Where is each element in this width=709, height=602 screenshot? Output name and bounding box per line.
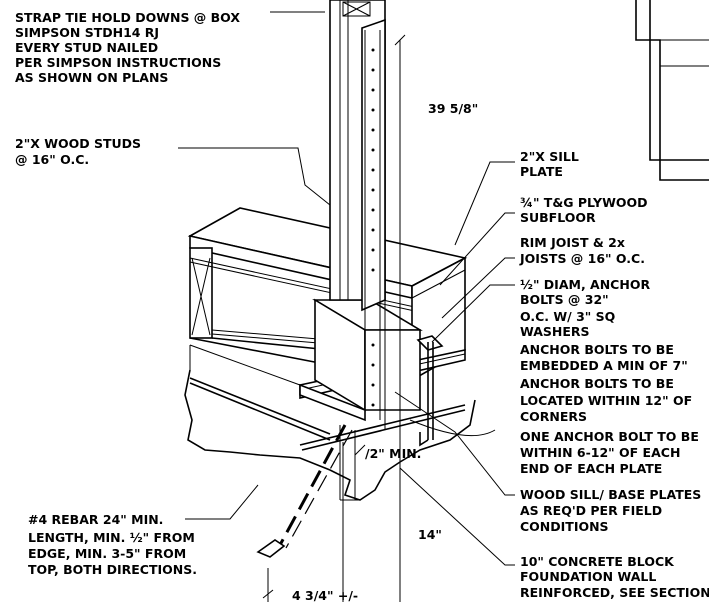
subfloor-line-2: SUBFLOOR — [520, 210, 596, 225]
strap-tie-line-4: PER SIMPSON INSTRUCTIONS — [15, 55, 221, 70]
concrete-foundation — [184, 345, 476, 501]
rebar-line-4: TOP, BOTH DIRECTIONS. — [28, 562, 197, 577]
anchor-bolts-line-3: O.C. W/ 3" SQ — [520, 309, 615, 324]
sill-plate-callout: 2"X SILL PLATE — [520, 149, 579, 179]
wood-studs-callout: 2"X WOOD STUDS @ 16" O.C. — [15, 136, 141, 167]
anchor-bolts-line-5: ANCHOR BOLTS TO BE — [520, 342, 674, 357]
wood-stud — [329, 0, 386, 430]
wood-studs-line-1: 2"X WOOD STUDS — [15, 136, 141, 151]
anchor-bolts-line-11: WITHIN 6-12" OF EACH — [520, 445, 680, 460]
strap-tie-line-3: EVERY STUD NAILED — [15, 40, 158, 55]
subfloor-callout: ¾" T&G PLYWOOD SUBFLOOR — [520, 195, 648, 225]
sill-plate-line-1: 2"X SILL — [520, 149, 579, 164]
rebar-line-1: #4 REBAR 24" MIN. — [28, 512, 163, 527]
anchor-bolts-line-6: EMBEDDED A MIN OF 7" — [520, 358, 688, 373]
strap-tie-callout: STRAP TIE HOLD DOWNS @ BOX SIMPSON STDH1… — [15, 10, 240, 85]
strap-tie-line-2: SIMPSON STDH14 RJ — [15, 25, 159, 40]
vertical-rebar — [256, 424, 353, 558]
anchor-bolts-callout: ½" DIAM, ANCHOR BOLTS @ 32" O.C. W/ 3" S… — [520, 277, 699, 476]
foundation-line-1: 10" CONCRETE BLOCK — [520, 554, 675, 569]
base-plates-line-3: CONDITIONS — [520, 519, 609, 534]
rebar-line-2: LENGTH, MIN. ½" FROM — [28, 530, 195, 545]
base-plates-line-1: WOOD SILL/ BASE PLATES — [520, 487, 701, 502]
dimension-half-min-label: /2" MIN. — [365, 446, 421, 461]
rim-joist-line-2: JOISTS @ 16" O.C. — [519, 251, 645, 266]
base-plates-line-2: AS REQ'D PER FIELD — [520, 503, 662, 518]
anchor-bolts-line-4: WASHERS — [520, 324, 590, 339]
anchor-bolt — [416, 335, 444, 447]
wood-studs-line-2: @ 16" O.C. — [15, 152, 89, 167]
anchor-bolts-line-7: ANCHOR BOLTS TO BE — [520, 376, 674, 391]
dimension-14-label: 14" — [418, 527, 442, 542]
foundation-line-2: FOUNDATION WALL — [520, 569, 656, 584]
dimension-height-label: 39 5/8" — [428, 101, 478, 116]
rebar-line-3: EDGE, MIN. 3-5" FROM — [28, 546, 186, 561]
subfloor-line-1: ¾" T&G PLYWOOD — [520, 195, 648, 210]
strap-tie-line-5: AS SHOWN ON PLANS — [15, 70, 168, 85]
anchor-bolts-line-8: LOCATED WITHIN 12" OF — [520, 393, 692, 408]
foundation-callout: 10" CONCRETE BLOCK FOUNDATION WALL REINF… — [520, 554, 709, 600]
sill-plate-line-2: PLATE — [520, 164, 563, 179]
dimension-lines — [262, 34, 406, 602]
anchor-bolts-line-2: BOLTS @ 32" — [520, 292, 609, 307]
rim-joist-line-1: RIM JOIST & 2x — [520, 235, 625, 250]
inset-section-frame — [635, 0, 709, 181]
foundation-line-3: REINFORCED, SEE SECTION — [520, 585, 709, 600]
anchor-bolts-line-12: END OF EACH PLATE — [520, 461, 662, 476]
leader-lines — [178, 11, 515, 566]
sill-plate — [299, 298, 423, 422]
rim-joist-callout: RIM JOIST & 2x JOISTS @ 16" O.C. — [519, 235, 645, 266]
strap-tie-line-1: STRAP TIE HOLD DOWNS @ BOX — [15, 10, 240, 25]
rebar-callout: #4 REBAR 24" MIN. LENGTH, MIN. ½" FROM E… — [28, 512, 197, 577]
anchor-bolts-line-10: ONE ANCHOR BOLT TO BE — [520, 429, 699, 444]
base-plates-callout: WOOD SILL/ BASE PLATES AS REQ'D PER FIEL… — [520, 487, 701, 534]
anchor-bolts-line-9: CORNERS — [520, 409, 587, 424]
anchor-bolts-line-1: ½" DIAM, ANCHOR — [520, 277, 650, 292]
strap-tie — [364, 30, 381, 420]
dimension-bottom-label: 4 3/4" +/- — [292, 588, 358, 602]
